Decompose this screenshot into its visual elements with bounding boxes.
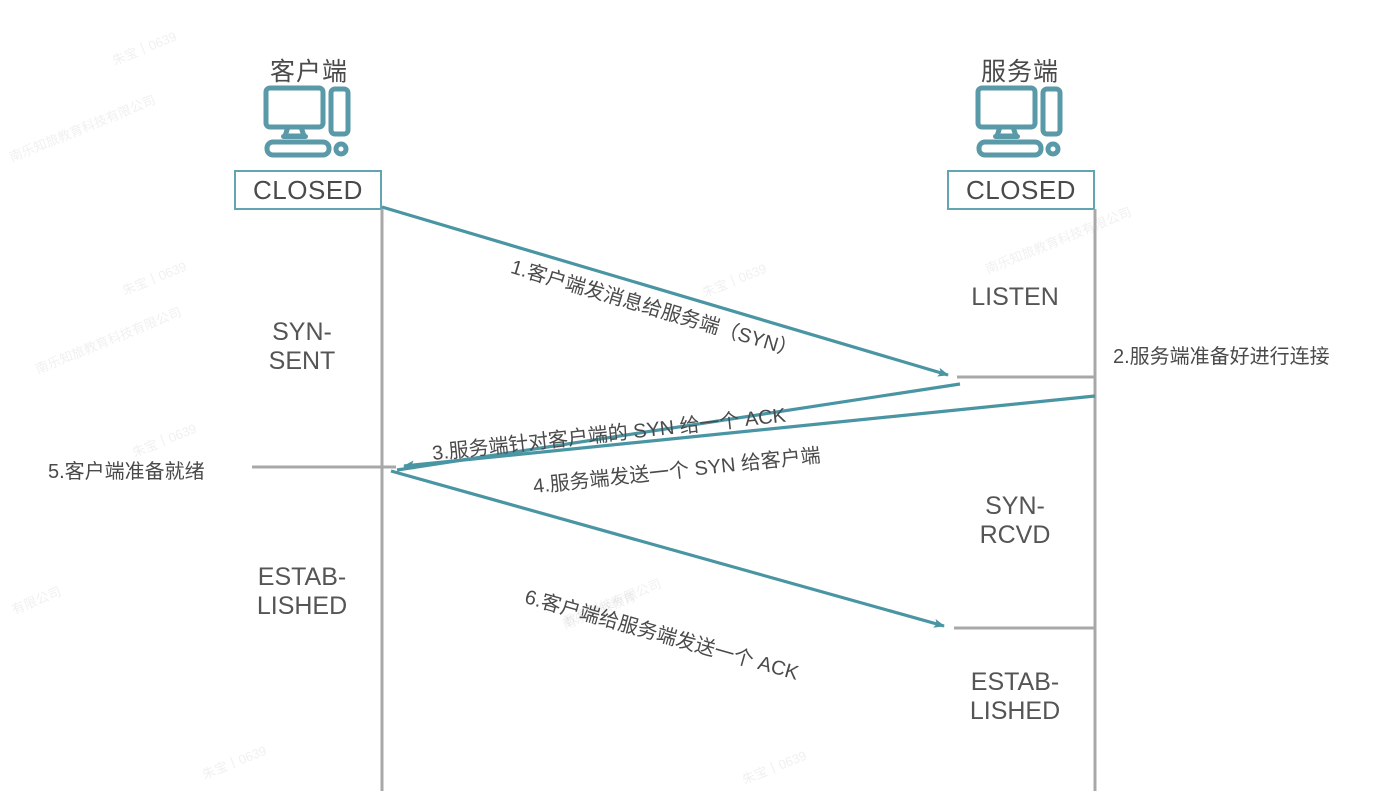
server-state-closed: CLOSED	[947, 170, 1095, 210]
message-arrow-6	[390, 469, 945, 628]
message-arrow-1	[381, 205, 949, 377]
desktop-computer-icon	[975, 85, 1067, 158]
client-state-established: ESTAB- LISHED	[256, 563, 348, 620]
message-arrow-4	[396, 382, 961, 472]
client-title: 客户端	[269, 58, 348, 86]
server-state-established: ESTAB- LISHED	[969, 668, 1061, 725]
message-arrow-3	[403, 394, 1096, 470]
server-state-listen: LISTEN	[971, 283, 1059, 311]
server-title: 服务端	[980, 58, 1059, 86]
note-server-ready: 2.服务端准备好进行连接	[1113, 346, 1330, 368]
client-state-syn-sent: SYN- SENT	[268, 318, 336, 375]
desktop-computer-icon	[263, 85, 355, 158]
client-state-closed: CLOSED	[234, 170, 382, 210]
server-state-syn-rcvd: SYN- RCVD	[979, 492, 1051, 549]
note-client-ready: 5.客户端准备就绪	[48, 461, 205, 483]
